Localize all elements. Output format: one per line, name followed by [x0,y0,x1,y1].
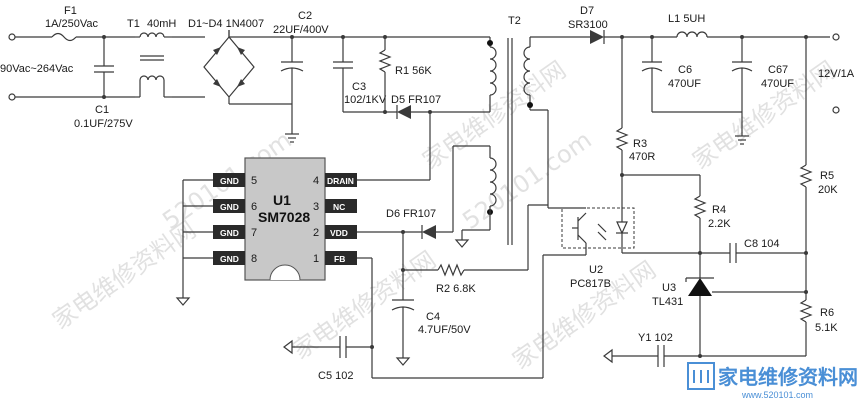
transformer-t2 [487,37,533,245]
input-terminal-top [8,33,16,41]
d6-label: D6 FR107 [386,208,436,220]
svg-text:NC: NC [333,202,345,212]
r3-symbol [615,127,629,151]
u1-right-pins: DRAIN 4 NC 3 VDD 2 FB 1 [313,173,357,265]
d6-symbol [422,225,436,239]
u1-part: SM7028 [258,209,310,225]
r6-value: 5.1K [815,322,838,334]
svg-text:GND: GND [220,176,239,186]
svg-text:1: 1 [313,253,319,265]
svg-text:4: 4 [313,175,319,187]
c3-value: 102/1KV [344,94,387,106]
output-terminal-pos [832,33,840,41]
u1-ref: U1 [273,192,291,208]
svg-text:6: 6 [251,201,257,213]
svg-text:GND: GND [220,228,239,238]
bridge-ref: D1~D4 1N4007 [188,18,264,30]
y1-label: Y1 102 [638,332,673,344]
r6-symbol [799,299,813,323]
svg-text:2: 2 [313,227,319,239]
site-logo: 家电维修资料网 www.520101.com [687,362,858,400]
c8-label: C8 104 [744,238,779,250]
r1-label: R1 56K [395,65,432,77]
d5-label: D5 FR107 [391,94,441,106]
t2-ref: T2 [508,15,521,27]
svg-text:FB: FB [334,254,345,264]
c4-ref: C4 [426,311,440,323]
c2-ref: C2 [298,10,312,22]
logo-url: www.520101.com [741,390,813,400]
c67-ref: C67 [768,64,788,76]
r1-symbol [378,49,392,73]
r3-value: 470R [629,151,655,163]
transformer-t1 [135,32,172,98]
bridge-rectifier [203,30,255,104]
svg-text:VDD: VDD [330,228,348,238]
fuse-ref: F1 [64,5,77,17]
input-voltage-label: 90Vac~264Vac [0,63,74,75]
output-terminal-neg [832,106,840,114]
svg-text:7: 7 [251,227,257,239]
d7-ref: D7 [580,5,594,17]
tl431-symbol [688,278,712,296]
svg-text:8: 8 [251,253,257,265]
u3-part: TL431 [652,296,683,308]
svg-text:GND: GND [220,202,239,212]
svg-text:DRAIN: DRAIN [327,176,354,186]
c1-value: 0.1UF/275V [74,118,133,130]
c1-ref: C1 [95,104,109,116]
input-terminal-bottom [8,93,16,101]
u2-ref: U2 [589,264,603,276]
r3-ref: R3 [633,138,647,150]
ic-u1: U1 SM7028 [244,157,326,281]
u3-ref: U3 [662,282,676,294]
optocoupler-u2 [561,207,635,249]
r5-symbol [799,164,813,188]
fuse-value: 1A/250Vac [45,18,99,30]
l1-symbol [676,31,708,38]
r4-value: 2.2K [708,218,731,230]
c67-value: 470UF [761,78,794,90]
r5-value: 20K [818,184,838,196]
u2-part: PC817B [570,278,611,290]
d7-symbol [590,30,604,44]
d5-symbol [397,105,411,119]
r2-symbol [437,263,465,277]
logo-text: 家电维修资料网 [718,365,858,389]
r2-label: R2 6.8K [436,283,476,295]
r4-ref: R4 [712,204,726,216]
svg-text:5: 5 [251,175,257,187]
r5-ref: R5 [820,170,834,182]
watermark-text: 家电维修资料网 [47,216,201,335]
t1-ref: T1 [127,18,140,30]
c6-value: 470UF [668,78,701,90]
c5-label: C5 102 [318,370,353,382]
fuse-symbol [51,32,77,42]
c3-ref: C3 [352,81,366,93]
watermark-text: 家电维修资料网 [507,256,661,375]
t1-value: 40mH [147,18,176,30]
u1-left-pins: GND 5 GND 6 GND 7 GND 8 [213,173,257,265]
d7-value: SR3100 [568,19,608,31]
c4-value: 4.7UF/50V [418,324,471,336]
svg-text:GND: GND [220,254,239,264]
r6-ref: R6 [820,307,834,319]
l1-label: L1 5UH [668,13,705,25]
svg-text:3: 3 [313,201,319,213]
c6-ref: C6 [678,64,692,76]
c2-value: 22UF/400V [273,24,329,36]
r4-symbol [693,195,707,219]
output-label: 12V/1A [818,68,855,80]
